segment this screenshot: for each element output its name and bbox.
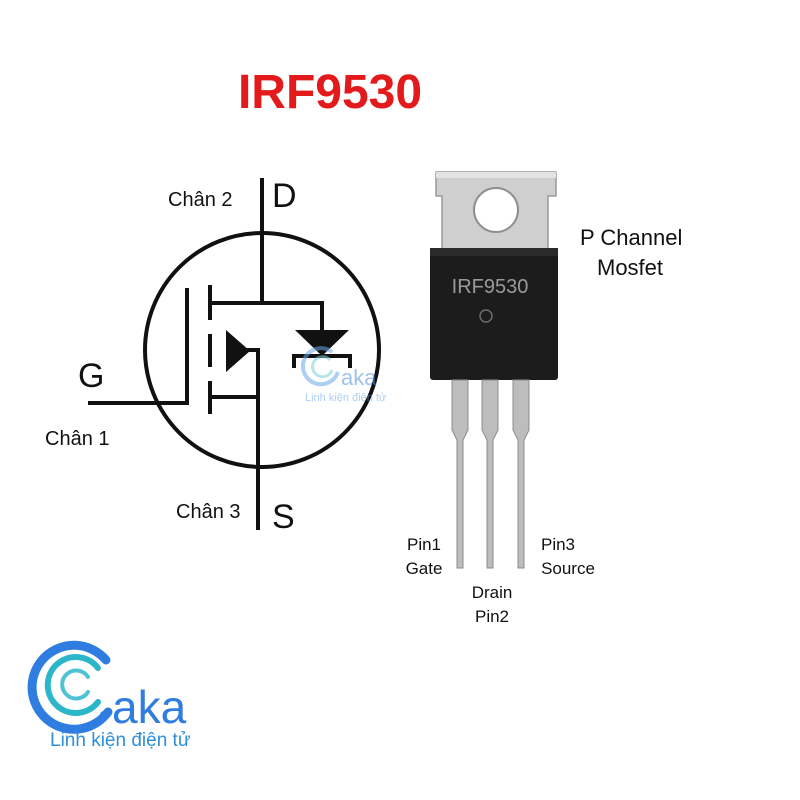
source-pin-label: Chân 3 (176, 501, 241, 523)
pin3-line1: Pin3 (541, 535, 575, 554)
watermark-brand: aka (341, 365, 377, 390)
drain-letter: D (272, 177, 297, 215)
watermark-tagline: Linh kiện điện tử (305, 392, 387, 404)
drain-pin-label: Chân 2 (168, 189, 233, 211)
package-body (430, 248, 558, 380)
mounting-hole (473, 187, 519, 233)
logo-tagline: Linh kiện điện tử (50, 730, 191, 751)
diode-triangle (295, 330, 349, 356)
type-line2: Mosfet (597, 255, 663, 280)
pin2 (481, 379, 499, 569)
gate-letter: G (78, 357, 104, 395)
to220-package: IRF9530 (430, 171, 558, 569)
source-letter: S (272, 498, 295, 536)
channel-arrow (226, 330, 250, 372)
gate-pin-label: Chân 1 (45, 428, 110, 450)
package-pins (451, 379, 530, 569)
brand-logo: aka Linh kiện điện tử (27, 640, 191, 751)
package-logo-mark (479, 309, 493, 323)
pin2-line2: Pin2 (475, 607, 509, 626)
pin1 (451, 379, 469, 569)
pin3-line2: Source (541, 559, 595, 578)
logo-brand: aka (112, 681, 187, 733)
package-marking: IRF9530 (452, 276, 529, 298)
watermark: aka Linh kiện điện tử (301, 346, 387, 404)
pin1-line2: Gate (406, 559, 443, 578)
pin3 (512, 379, 530, 569)
title: IRF9530 (238, 66, 422, 119)
type-line1: P Channel (580, 225, 682, 250)
logo-swirl-icon (27, 640, 113, 734)
pin2-line1: Drain (472, 583, 513, 602)
pin1-line1: Pin1 (407, 535, 441, 554)
watermark-swirl-icon (301, 346, 340, 387)
